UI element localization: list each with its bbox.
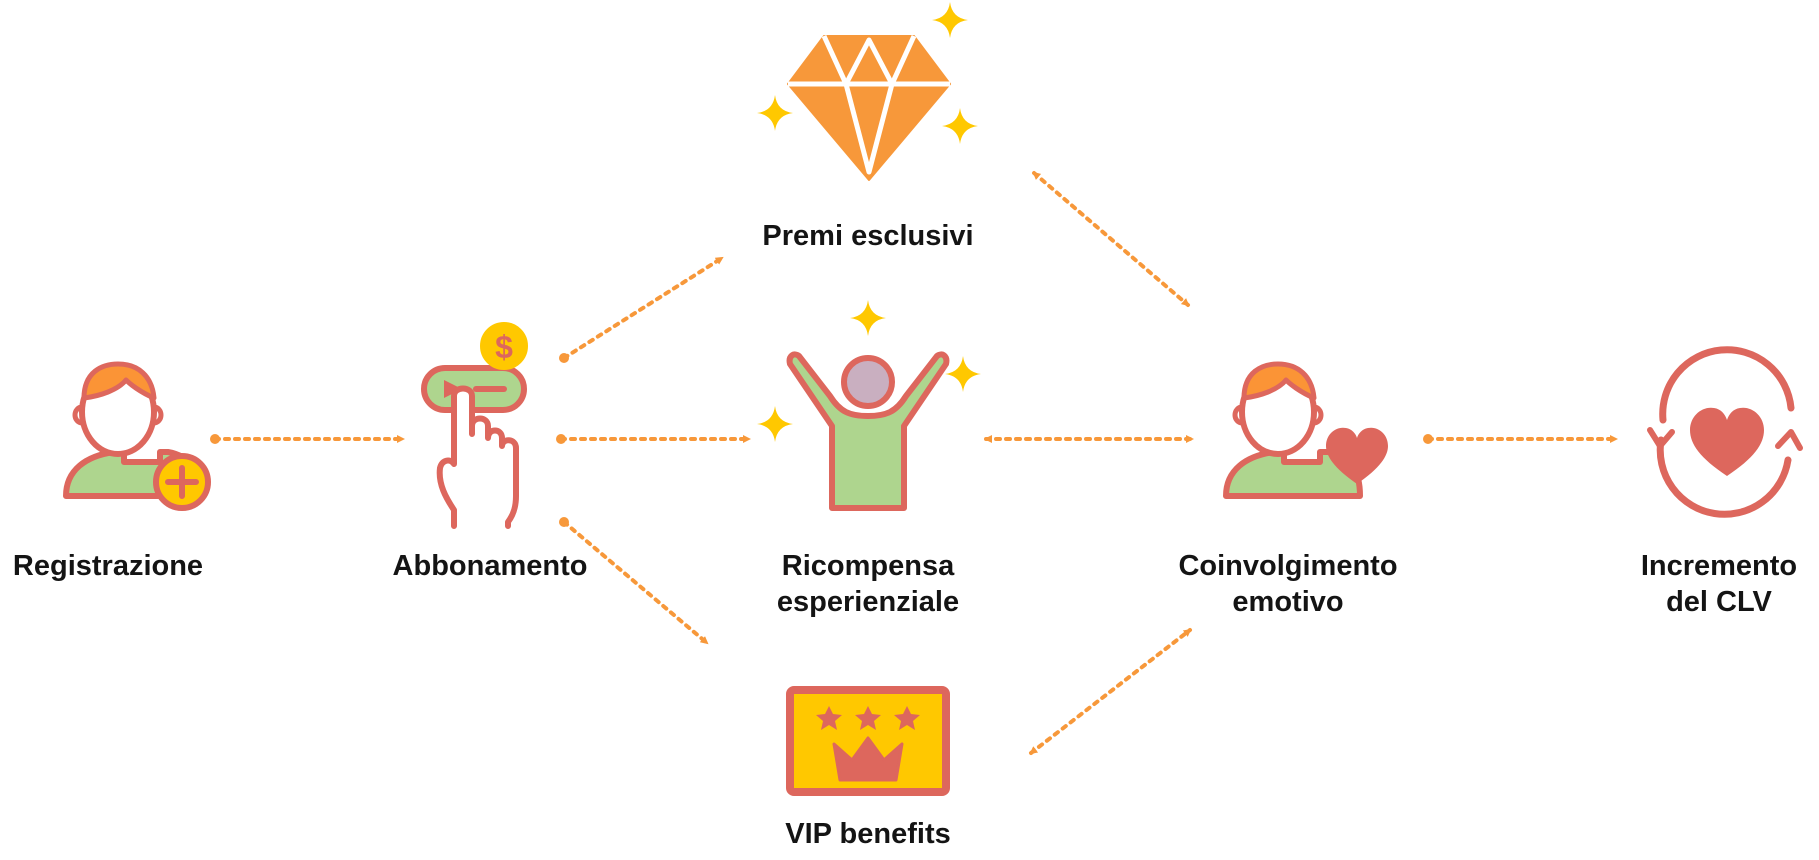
ricompensa-label-line1: Ricompensa (781, 550, 955, 582)
node-label-incremento-clv: Incremento del CLV (1619, 548, 1819, 620)
node-label-ricompensa-esperienziale: Ricompensa esperienziale (718, 548, 1018, 620)
svg-text:$: $ (495, 329, 513, 365)
connector-registrazione-abbonamento (210, 434, 405, 444)
node-label-registrazione: Registrazione (0, 548, 216, 584)
connector-coinvolgimento-incremento (1423, 434, 1618, 444)
connector-premi-coinvolgimento (1032, 171, 1190, 307)
incremento-label-line2: del CLV (1666, 586, 1772, 618)
subscription-tap-icon: $ (421, 322, 528, 529)
vip-crown-card-icon (786, 686, 950, 796)
abbonamento-label: Abbonamento (392, 550, 588, 582)
node-label-premi-esclusivi: Premi esclusivi (718, 218, 1018, 254)
coinvolgimento-label-line2: emotivo (1232, 586, 1344, 618)
node-label-vip-benefits: VIP benefits (718, 816, 1018, 852)
user-heart-icon (1223, 361, 1388, 499)
diamond-icon (757, 2, 978, 181)
heart-cycle-icon (1647, 346, 1803, 518)
coinvolgimento-label-line1: Coinvolgimento (1178, 550, 1398, 582)
incremento-label-line1: Incremento (1640, 550, 1798, 582)
premi-label: Premi esclusivi (762, 220, 974, 252)
vip-label: VIP benefits (785, 818, 951, 850)
connector-vip-coinvolgimento (1029, 628, 1192, 755)
node-label-coinvolgimento-emotivo: Coinvolgimento emotivo (1138, 548, 1438, 620)
add-user-icon (63, 361, 211, 511)
connector-abbonamento-ricompensa (556, 434, 751, 444)
node-label-abbonamento: Abbonamento (370, 548, 610, 584)
registrazione-label: Registrazione (12, 550, 204, 582)
ricompensa-label-line2: esperienziale (776, 586, 960, 618)
connector-abbonamento-premi (559, 256, 724, 363)
celebrating-person-icon (757, 300, 981, 511)
connector-abbonamento-vip (559, 517, 709, 645)
